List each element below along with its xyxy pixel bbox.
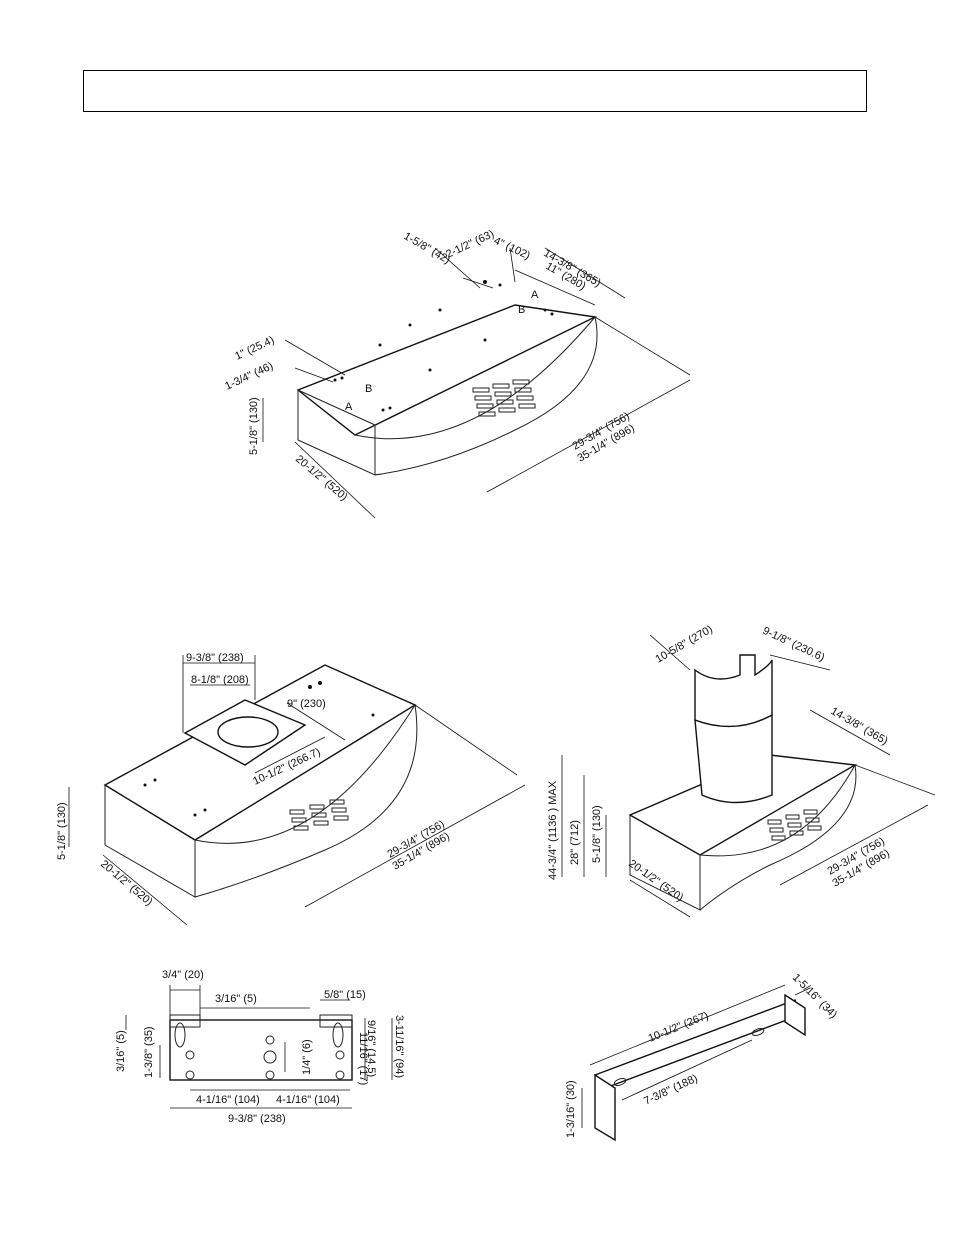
dim-top-6: 1" (25.4) (233, 334, 276, 363)
dim-plate-11: 4-1/16" (104) (276, 1094, 340, 1106)
dim-plate-6: 1/4" (6) (301, 1039, 313, 1075)
dim-chimney-4: 44-3/4" (1136 ) MAX (547, 780, 559, 880)
vent-slots (767, 809, 822, 841)
chimney-lower (694, 713, 773, 804)
dim-adapter-2: 8-1/8" (208) (191, 674, 249, 686)
dim-chimney-2: 9-1/8" (230.6) (761, 625, 827, 664)
dim-top-1: 1-5/8" (42) (402, 230, 453, 266)
dim-plate-1: 3/4" (20) (162, 969, 204, 981)
hood-curved-front (354, 316, 598, 476)
dim-adapter-6: 20-1/2" (520) (98, 858, 155, 908)
dim-plate-9: 3-11/16" (94) (393, 1015, 405, 1078)
mounting-plate-drawing: 3/4" (20) 3/16" (5) 5/8" (15) 3/16" (5) … (115, 969, 405, 1125)
dim-plate-3: 5/8" (15) (324, 989, 366, 1001)
bar-left-tab (594, 1073, 616, 1142)
vent-slots (289, 799, 349, 831)
duct-opening (217, 716, 279, 748)
dim-bar-4: 1-3/16" (30) (565, 1080, 577, 1138)
dim-plate-4: 3/16" (5) (115, 1030, 127, 1072)
bar-right-tab (784, 993, 806, 1037)
dim-chimney-1: 10-5/8" (270) (654, 623, 715, 665)
dim-adapter-3: 9" (230) (287, 698, 326, 710)
dim-chimney-5: 28" (712) (569, 820, 581, 865)
plate-outline (169, 1019, 353, 1081)
dim-chimney-3: 14-3/8" (365) (829, 705, 890, 747)
dim-plate-8: 11/16" (17) (357, 1032, 369, 1085)
dim-top-2: 2-1/2" (63) (444, 228, 496, 261)
label-b-right: B (518, 304, 525, 316)
dim-plate-5: 1-3/8" (35) (143, 1026, 155, 1078)
label-b-left: B (365, 383, 372, 395)
hood-top-view: 1-5/8" (42) 2-1/2" (63) 4" (102) 14-3/8"… (223, 228, 691, 519)
mounting-bar-drawing: 10-1/2" (267) 1-5/16" (34) 7-3/8" (188) … (565, 972, 839, 1142)
hood-chimney-view: 10-5/8" (270) 9-1/8" (230.6) 14-3/8" (36… (547, 623, 936, 918)
dim-top-8: 5-1/8" (130) (248, 397, 260, 455)
header-box (83, 70, 867, 112)
vent-slots (472, 379, 536, 417)
label-a-right: A (531, 289, 539, 301)
dim-adapter-5: 5-1/8" (130) (56, 802, 68, 860)
dim-plate-10: 4-1/16" (104) (196, 1094, 260, 1106)
dim-chimney-7: 20-1/2" (520) (626, 858, 685, 904)
dim-plate-7: 9/16" (14.5) (365, 1020, 377, 1077)
dim-plate-2: 3/16" (5) (215, 993, 257, 1005)
hood-adapter-view: 9-3/8" (238) 8-1/8" (208) 9" (230) 10-1/… (56, 652, 526, 926)
chimney-upper (694, 654, 773, 728)
dim-top-7: 1-3/4" (46) (223, 360, 275, 393)
dim-top-9: 20-1/2" (520) (293, 453, 350, 503)
label-a-left: A (345, 401, 353, 413)
dim-adapter-1: 9-3/8" (238) (186, 652, 244, 664)
dim-plate-12: 9-3/8" (238) (228, 1113, 286, 1125)
dim-chimney-6: 5-1/8" (130) (591, 805, 603, 863)
hood-top-surface (296, 304, 598, 436)
